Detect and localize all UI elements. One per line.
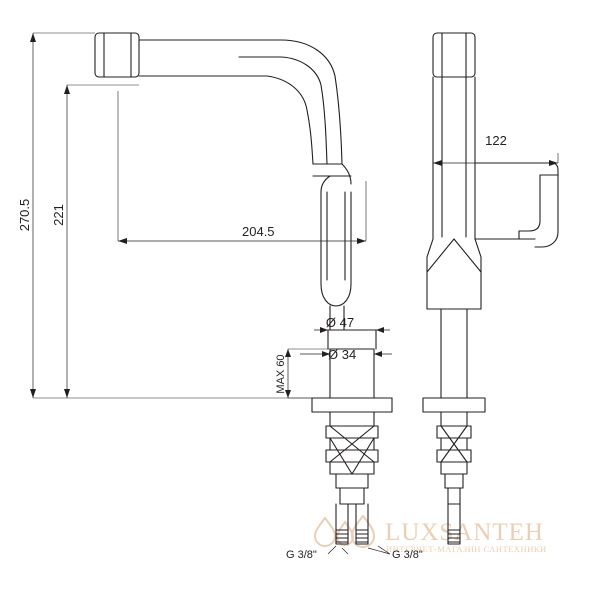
side-shank-hatch: [440, 425, 468, 463]
side-thread-grooves: [447, 533, 461, 543]
side-shank-ribs: [436, 425, 472, 475]
side-lock-nut-upper: [444, 473, 464, 489]
dimension-base-diameter-47: [314, 327, 390, 333]
spout-down-left-inner: [306, 109, 314, 165]
shank-right-profile: [373, 411, 379, 475]
dimension-label-spout-reach: 204.5: [242, 224, 275, 239]
side-thread-nut: [447, 529, 461, 545]
thread-right-grooves: [355, 533, 369, 543]
front-view: [94, 32, 393, 545]
watermark: LUXSANTEH ИНТЕРНЕТ-МАГАЗИН САНТЕХНИКИ: [313, 514, 547, 554]
dimension-total-height: [30, 32, 312, 399]
dimension-side-depth: [433, 153, 559, 166]
pullout-shoulder-right: [341, 163, 352, 185]
spout-bend-inner: [266, 75, 308, 111]
dimension-label-diameter-47: Ø 47: [326, 315, 354, 330]
spout-down-mid: [320, 84, 328, 165]
dimension-label-spout-height: 221: [51, 204, 66, 226]
thread-left-grooves: [335, 533, 349, 543]
side-hose: [447, 503, 461, 531]
side-hook-outer: [534, 162, 559, 248]
lock-nut-upper: [335, 473, 369, 489]
shank-hatch-cross-a: [329, 425, 375, 463]
sprayhead-nose: [320, 283, 352, 307]
spout-down-right-outer: [334, 75, 343, 165]
side-deck-plate: [422, 397, 486, 413]
lock-nut-lower: [339, 487, 365, 505]
side-handle-body: [432, 32, 476, 78]
spout-bend-mid: [280, 56, 322, 86]
dimension-base-diameter-34: [300, 351, 392, 357]
dimension-max-thickness: [285, 348, 330, 399]
dimension-spout-height: [64, 84, 139, 398]
shank-left-profile: [325, 411, 331, 475]
side-flare-diag-left: [426, 238, 455, 273]
dimension-label-total-height: 270.5: [17, 199, 32, 232]
deck-plate-body: [311, 397, 393, 413]
dimension-label-thread-left: G 3/8": [286, 549, 317, 561]
pullout-shoulder-left: [320, 175, 331, 193]
dimension-label-max-thickness: MAX 60: [275, 354, 287, 393]
thread-nut-left: [335, 529, 349, 545]
thread-nut-right: [355, 529, 369, 545]
watermark-main-text: LUXSANTEH: [385, 519, 544, 546]
dimension-spout-reach: [117, 91, 367, 244]
side-lock-nut-lower: [447, 487, 461, 505]
side-shank-right: [466, 411, 472, 475]
side-view: [422, 32, 559, 545]
side-flare-diag-right: [453, 238, 482, 273]
dimension-label-diameter-34: Ø 34: [328, 347, 356, 362]
watermark-sub-text: ИНТЕРНЕТ-МАГАЗИН САНТЕХНИКИ: [386, 544, 547, 554]
side-flare-right: [474, 238, 482, 310]
dimension-label-thread-right: G 3/8": [392, 549, 423, 561]
dimension-label-side-depth: 122: [485, 133, 507, 148]
handle-body: [94, 32, 140, 78]
side-hook-inner: [518, 174, 541, 232]
side-flare-left: [426, 238, 434, 310]
side-shank-left: [436, 411, 442, 475]
dimension-thread-labels: [327, 545, 391, 555]
shank-hatch-cross-b: [329, 437, 375, 475]
spout-bend-outer: [280, 39, 336, 77]
